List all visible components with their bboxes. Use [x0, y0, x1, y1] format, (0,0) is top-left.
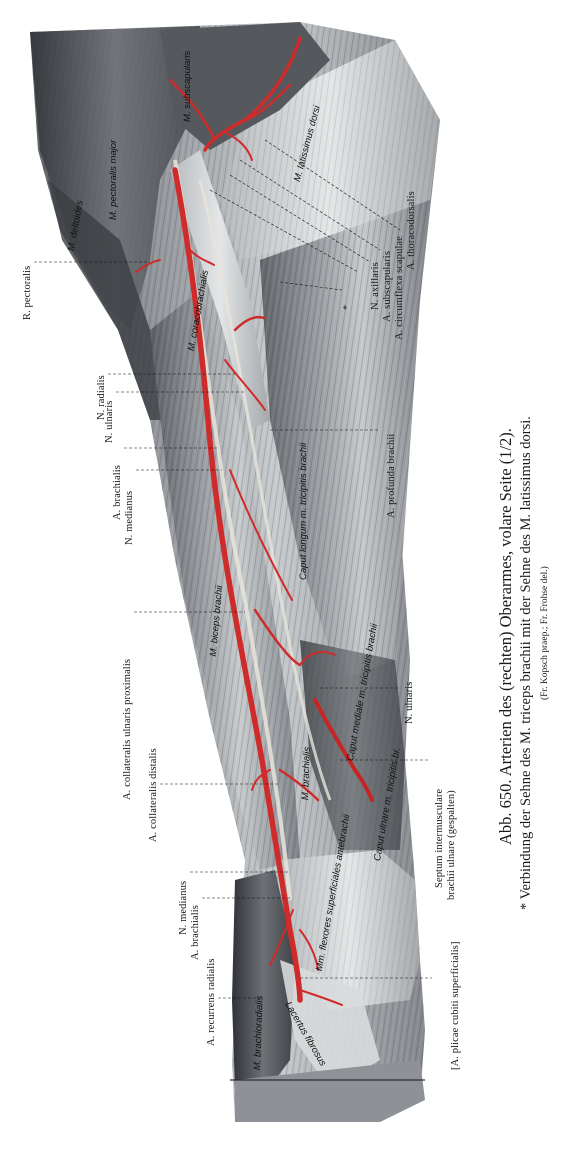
label-a-coll-distalis: A. collateralis distalis [148, 748, 159, 842]
deltoid-shape [48, 180, 170, 420]
brachioradialis-shape [232, 870, 295, 1100]
forearm-base [235, 1060, 425, 1122]
label-a-brachialis-upper: A. brachialis [112, 465, 123, 520]
label-n-medianus-upper: N. medianus [124, 490, 135, 545]
artery-tree [135, 36, 374, 1006]
caption-line3: (Fr. Kopsch praep.; Fr. Frohse del.) [540, 566, 550, 700]
label-a-circumflexa: A. circumflexa scapulae [394, 235, 405, 340]
label-m-triceps-longum: Caput longum m. tricipitis brachii [298, 442, 309, 580]
label-a-coll-ulnaris-prox: A. collateralis ulnaris proximalis [122, 658, 133, 800]
label-n-axillaris: N. axillaris [370, 262, 381, 310]
label-m-brachialis: M. brachialis [300, 746, 313, 801]
label-septum-1: Septum intermusculare [434, 788, 445, 888]
caption-line1: Abb. 650. Arterien des (rechten) Oberarm… [496, 428, 515, 845]
label-m-subscapularis: M. subscapularis [182, 50, 193, 122]
label-asterisk: * [342, 304, 353, 310]
label-r-pectoralis: R. pectoralis [22, 265, 33, 320]
label-a-profunda: A. profunda brachii [386, 433, 397, 518]
label-n-ulnaris-upper: N. ulnaris [104, 400, 115, 443]
label-n-ulnaris-lower: N. ulnaris [404, 681, 415, 724]
label-n-medianus-lower: N. medianus [178, 880, 189, 935]
triceps-lower-shape [300, 640, 405, 850]
caption-line2: * Verbindung der Sehne des M. triceps br… [518, 416, 534, 910]
label-a-recurrens-radialis: A. recurrens radialis [206, 958, 217, 1046]
label-a-brachialis-lower: A. brachialis [190, 905, 201, 960]
label-a-subscapularis: A. subscapularis [382, 250, 393, 322]
label-septum-2: brachii ulnare (gespalten) [446, 790, 457, 900]
label-m-pect-major: M. pectoralis major [108, 139, 119, 220]
pectoralis-major-shape [30, 26, 200, 330]
label-a-thoracodorsalis: A. thoracodorsalis [406, 191, 417, 270]
label-a-plicae: [A. plicae cubiti superficialis] [450, 941, 461, 1070]
coracobrachialis-shape [170, 150, 270, 430]
